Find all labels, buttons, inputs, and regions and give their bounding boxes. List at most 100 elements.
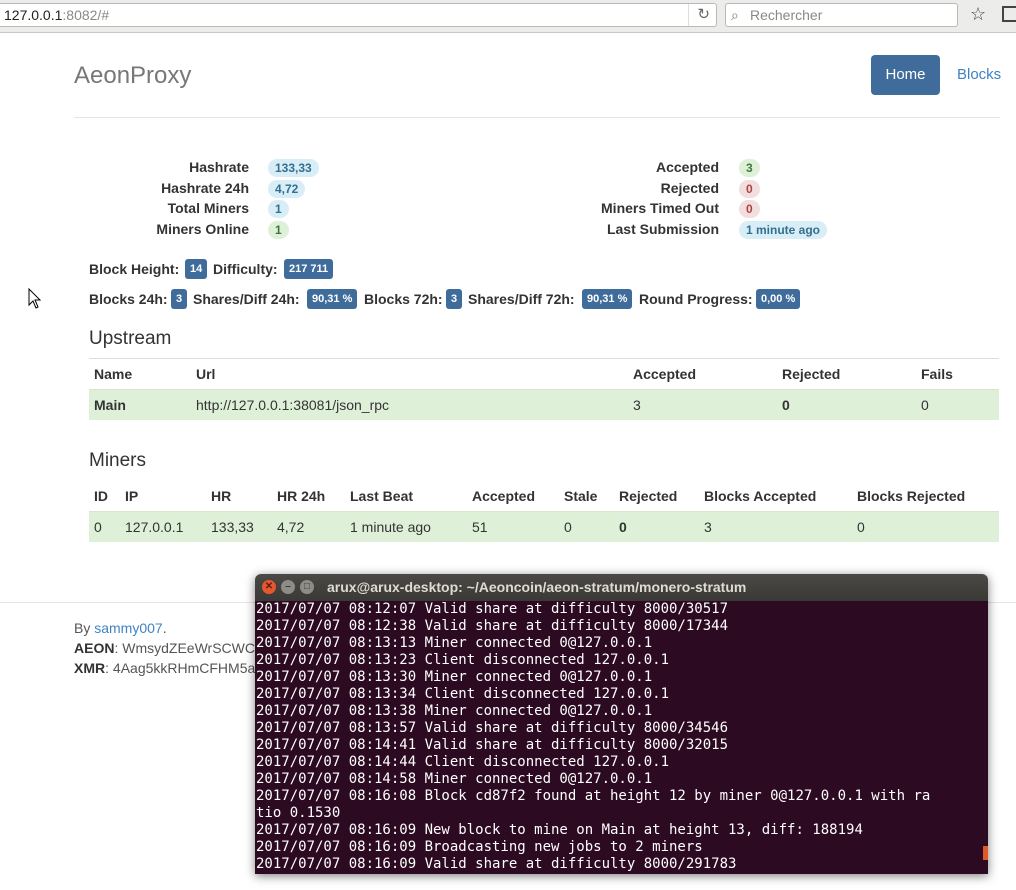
url-path: :8082/# (62, 7, 110, 23)
block-height-badge: 14 (185, 259, 208, 279)
stat-value-badge: 1 (268, 220, 289, 239)
table-cell: 3 (633, 397, 641, 413)
terminal-line: 2017/07/07 08:14:41 Valid share at diffi… (256, 737, 729, 753)
column-header: Rejected (782, 366, 841, 382)
upstream-table-row (89, 389, 999, 420)
mouse-cursor-icon (28, 288, 42, 309)
footer-period: . (162, 620, 167, 636)
table-cell: 127.0.0.1 (125, 519, 184, 535)
brand-title[interactable]: AeonProxy (74, 62, 192, 89)
stat-label: Last Submission (606, 220, 719, 237)
column-header: HR (211, 488, 232, 504)
terminal-line: 2017/07/07 08:13:13 Miner connected 0@12… (256, 635, 653, 651)
difficulty-label: Difficulty: (213, 261, 278, 277)
stat-label: Hashrate 24h (161, 179, 249, 196)
address-bar[interactable]: 127.0.0.1:8082/# ↻ (0, 3, 717, 27)
library-icon[interactable] (1002, 6, 1016, 22)
upstream-table-top (89, 358, 999, 359)
url-host: 127.0.0.1 (4, 7, 63, 23)
column-header: Fails (921, 366, 953, 382)
footer-by: By sammy007. (74, 620, 167, 636)
stat-value-badge: 0 (739, 179, 760, 198)
upstream-title: Upstream (89, 328, 172, 349)
block-height-label: Block Height: (89, 261, 180, 277)
author-link[interactable]: sammy007 (94, 620, 163, 636)
reload-icon[interactable]: ↻ (688, 4, 710, 26)
terminal-line: 2017/07/07 08:14:44 Client disconnected … (256, 754, 670, 770)
table-cell: 4,72 (277, 519, 305, 535)
browser-toolbar: 127.0.0.1:8082/# ↻ ⌕ Rechercher ☆ (0, 0, 1016, 33)
terminal-output[interactable]: 2017/07/07 08:12:07 Valid share at diffi… (255, 601, 988, 874)
stat-label: Hashrate (189, 159, 249, 175)
terminal-line: 2017/07/07 08:13:38 Miner connected 0@12… (256, 703, 653, 719)
terminal-line: 2017/07/07 08:16:09 Valid share at diffi… (256, 856, 737, 872)
column-header: Rejected (619, 488, 678, 504)
difficulty-badge: 217 711 (284, 259, 334, 279)
column-header: IP (125, 488, 139, 504)
blocks24-label: Blocks 24h: (89, 291, 168, 307)
aeon-label: AEON (74, 640, 115, 656)
terminal-lines: 2017/07/07 08:12:07 Valid share at diffi… (256, 601, 988, 873)
table-cell: 51 (472, 519, 488, 535)
round-progress-badge: 0,00 % (756, 289, 801, 309)
sharesdiff24-badge: 90,31 % (307, 289, 358, 309)
stat-label: Miners Timed Out (601, 200, 719, 216)
terminal-line: 2017/07/07 08:16:09 Broadcasting new job… (256, 839, 703, 855)
column-header: Blocks Accepted (704, 488, 817, 504)
stat-value-badge: 1 (268, 200, 289, 218)
miners-table-row (89, 511, 999, 542)
stat-label: Total Miners (167, 200, 249, 216)
search-icon: ⌕ (731, 7, 739, 23)
table-cell: 3 (704, 519, 712, 535)
terminal-line: 2017/07/07 08:13:23 Client disconnected … (256, 652, 670, 668)
terminal-cursor (983, 846, 988, 860)
miners-title: Miners (89, 450, 147, 471)
header-divider (74, 117, 1000, 118)
minimize-icon[interactable]: – (281, 580, 295, 594)
terminal-line: 2017/07/07 08:13:57 Valid share at diffi… (256, 720, 729, 736)
nav-blocks-link[interactable]: Blocks (957, 66, 1002, 83)
nav-home-button[interactable]: Home (871, 55, 940, 95)
terminal-title: arux@arux-desktop: ~/Aeoncoin/aeon-strat… (327, 579, 747, 595)
stat-value-badge: 3 (739, 159, 760, 177)
bookmark-star-icon[interactable]: ☆ (970, 4, 987, 24)
terminal-line: tio 0.1530 (256, 805, 341, 821)
search-placeholder: Rechercher (750, 7, 823, 23)
table-cell: 0 (921, 397, 929, 413)
xmr-label: XMR (74, 660, 106, 676)
table-cell: 0 (94, 519, 102, 535)
sharesdiff72-badge: 90,31 % (582, 289, 633, 309)
blocks72-badge: 3 (446, 289, 463, 309)
table-cell: 133,33 (211, 519, 254, 535)
terminal-line: 2017/07/07 08:14:58 Miner connected 0@12… (256, 771, 653, 787)
aeon-address: : WmsydZEeWrSCWC (114, 640, 255, 656)
sharesdiff24-label: Shares/Diff 24h: (193, 291, 300, 307)
stat-label: Accepted (655, 159, 719, 175)
terminal-window[interactable]: ✕ – □ arux@arux-desktop: ~/Aeoncoin/aeon… (255, 574, 988, 874)
maximize-icon[interactable]: □ (300, 580, 314, 594)
footer-by-text: By (74, 620, 95, 636)
stat-value-badge: 4,72 (268, 179, 306, 198)
column-header: Stale (564, 488, 598, 504)
search-input[interactable]: ⌕ Rechercher (725, 3, 958, 27)
stat-label: Miners Online (156, 220, 249, 237)
table-cell: Main (94, 397, 126, 413)
stat-label: Rejected (660, 179, 719, 196)
footer-aeon: AEON: WmsydZEeWrSCWC (74, 640, 255, 656)
column-header: Name (94, 366, 133, 382)
stat-value-badge: 0 (739, 200, 760, 218)
table-cell: 0 (857, 519, 865, 535)
terminal-line: 2017/07/07 08:13:34 Client disconnected … (256, 686, 670, 702)
stat-value-badge: 1 minute ago (739, 220, 828, 239)
column-header: HR 24h (277, 488, 326, 504)
stat-value-badge: 133,33 (268, 159, 319, 177)
terminal-titlebar[interactable]: ✕ – □ arux@arux-desktop: ~/Aeoncoin/aeon… (255, 574, 988, 601)
column-header: Url (196, 366, 216, 382)
column-header: Accepted (633, 366, 697, 382)
xmr-address: : 4Aag5kkRHmCFHM5a (105, 660, 256, 676)
terminal-line: 2017/07/07 08:13:30 Miner connected 0@12… (256, 669, 653, 685)
column-header: Accepted (472, 488, 536, 504)
terminal-line: 2017/07/07 08:12:07 Valid share at diffi… (256, 601, 729, 617)
blocks72-label: Blocks 72h: (364, 291, 443, 307)
close-icon[interactable]: ✕ (262, 580, 276, 594)
